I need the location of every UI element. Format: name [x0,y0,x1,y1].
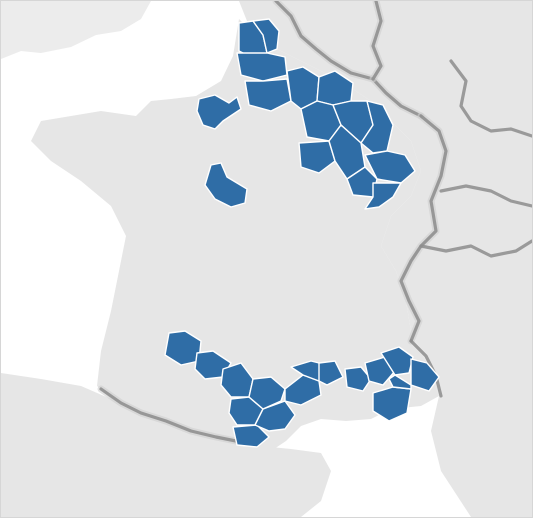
border-belgium-luxembourg [274,1,423,118]
border-italy [409,339,443,398]
region-hautes-alpes[interactable] [388,374,412,390]
region-loir-et-cher[interactable] [204,162,248,208]
border-germany-inner [449,59,532,138]
border-spain [99,387,238,443]
region-aube[interactable] [298,140,336,174]
land-belgium-germany-switzerland-italy [239,1,532,517]
region-tarn[interactable] [248,376,286,410]
region-gard[interactable] [318,360,344,386]
region-bouches-du-rhone[interactable] [344,366,372,392]
border-switzerland-south [419,239,532,258]
border-germany-switzerland [371,1,448,343]
region-alpes-maritimes[interactable] [410,358,440,392]
border-switzerland-north [439,184,532,208]
land-corsica [489,431,511,503]
region-ariege[interactable] [232,424,270,448]
region-eure[interactable] [196,94,242,130]
region-doubs[interactable] [364,182,402,210]
land-spain [1,373,331,517]
land-uk [1,1,151,59]
region-pas-de-calais[interactable] [252,18,280,54]
land-sardinia [477,507,513,517]
